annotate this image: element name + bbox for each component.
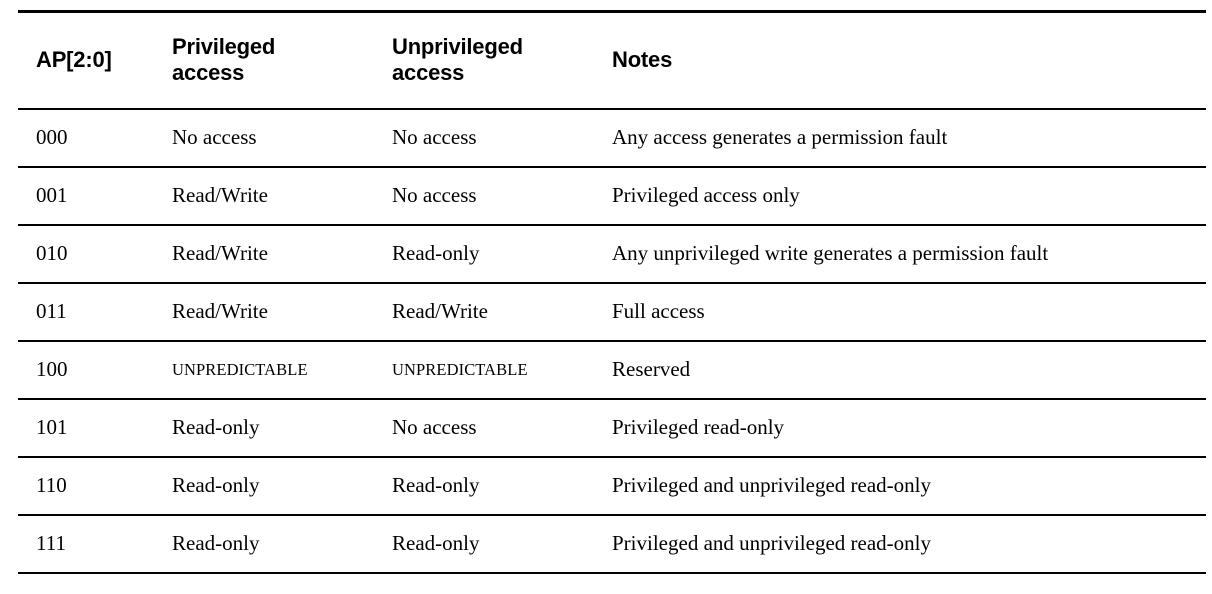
cell-privileged-access: UNPREDICTABLE <box>172 340 392 400</box>
cell-privileged-access-label: Read/Write <box>172 182 268 207</box>
cell-ap-value-label: 111 <box>36 530 66 555</box>
cell-privileged-access-label: Read-only <box>172 472 260 497</box>
cell-unprivileged-access-label: Read/Write <box>392 298 488 323</box>
cell-privileged-access: Read/Write <box>172 166 392 226</box>
cell-privileged-access: Read-only <box>172 514 392 574</box>
cell-unprivileged-access-label: No access <box>392 124 477 149</box>
cell-notes-label: Privileged and unprivileged read-only <box>612 472 931 497</box>
cell-unprivileged-access-label: No access <box>392 414 477 439</box>
cell-unprivileged-access-label: Read-only <box>392 530 480 555</box>
privileged-line-2: access <box>172 60 245 86</box>
cell-unprivileged-access: No access <box>392 398 612 458</box>
cell-unprivileged-access: Read-only <box>392 456 612 516</box>
cell-ap-value-label: 000 <box>36 124 68 149</box>
cell-ap-value-label: 010 <box>36 240 68 265</box>
column-header-notes: Notes <box>612 10 1206 110</box>
cell-privileged-access-label: Read/Write <box>172 298 268 323</box>
cell-notes-label: Any access generates a permission fault <box>612 124 948 149</box>
unprivileged-line-1: Unprivileged <box>392 33 523 59</box>
cell-notes: Privileged access only <box>612 166 1206 226</box>
table-row: 111 Read-only Read-only Privileged and unpr… <box>18 514 1206 574</box>
cell-ap-value-label: 100 <box>36 356 68 381</box>
cell-ap-value: 011 <box>18 282 172 342</box>
cell-ap-value: 111 <box>18 514 172 574</box>
cell-privileged-access: Read/Write <box>172 224 392 284</box>
cell-unprivileged-access-label: UNPREDICTABLE <box>392 359 528 379</box>
cell-unprivileged-access: Read-only <box>392 224 612 284</box>
cell-unprivileged-access: Read-only <box>392 514 612 574</box>
cell-ap-value-label: 011 <box>36 298 67 323</box>
cell-unprivileged-access-label: Read-only <box>392 472 480 497</box>
table-row: 000 No access No access Any access generate… <box>18 108 1206 168</box>
cell-notes: Any unprivileged write generates a permi… <box>612 224 1206 284</box>
cell-ap-value: 100 <box>18 340 172 400</box>
cell-privileged-access: Read-only <box>172 398 392 458</box>
cell-notes: Reserved <box>612 340 1206 400</box>
cell-privileged-access-label: Read/Write <box>172 240 268 265</box>
cell-privileged-access: Read/Write <box>172 282 392 342</box>
column-header-ap: AP[2:0] <box>18 10 172 110</box>
cell-notes-label: Any unprivileged write generates a permi… <box>612 240 1049 265</box>
cell-ap-value-label: 001 <box>36 182 68 207</box>
cell-unprivileged-access: No access <box>392 108 612 168</box>
table-row: 100 UNPREDICTABLE UNPREDICTABLE Reserved <box>18 340 1206 400</box>
cell-privileged-access: Read-only <box>172 456 392 516</box>
cell-privileged-access-label: Read-only <box>172 414 260 439</box>
cell-notes: Privileged and unprivileged read-only <box>612 514 1206 574</box>
table-body: 000 No access No access Any access generate… <box>18 108 1206 574</box>
unprivileged-line-2: access <box>392 60 465 86</box>
cell-notes-label: Full access <box>612 298 705 323</box>
cell-ap-value: 001 <box>18 166 172 226</box>
cell-unprivileged-access-label: No access <box>392 182 477 207</box>
cell-notes-label: Privileged and unprivileged read-only <box>612 530 931 555</box>
table-row: 101 Read-only No access Privileged read-onl… <box>18 398 1206 458</box>
cell-privileged-access-label: No access <box>172 124 257 149</box>
cell-notes-label: Privileged read-only <box>612 414 785 439</box>
cell-unprivileged-access: UNPREDICTABLE <box>392 340 612 400</box>
cell-privileged-access-label: UNPREDICTABLE <box>172 359 308 379</box>
cell-unprivileged-access: No access <box>392 166 612 226</box>
column-header-ap-label: AP[2:0] <box>36 47 112 73</box>
cell-notes: Any access generates a permission fault <box>612 108 1206 168</box>
privileged-line-1: Privileged <box>172 33 276 59</box>
cell-ap-value: 110 <box>18 456 172 516</box>
cell-ap-value: 101 <box>18 398 172 458</box>
cell-ap-value: 010 <box>18 224 172 284</box>
cell-privileged-access: No access <box>172 108 392 168</box>
cell-notes: Privileged read-only <box>612 398 1206 458</box>
cell-privileged-access-label: Read-only <box>172 530 260 555</box>
cell-unprivileged-access: Read/Write <box>392 282 612 342</box>
cell-ap-value-label: 101 <box>36 414 68 439</box>
table-row: 011 Read/Write Read/Write Full access <box>18 282 1206 342</box>
cell-notes: Privileged and unprivileged read-only <box>612 456 1206 516</box>
cell-unprivileged-access-label: Read-only <box>392 240 480 265</box>
column-header-notes-label: Notes <box>612 47 673 73</box>
table-row: 010 Read/Write Read-only Any unprivileged w… <box>18 224 1206 284</box>
table-row: 001 Read/Write No access Privileged access … <box>18 166 1206 226</box>
cell-notes-label: Reserved <box>612 356 691 381</box>
cell-notes: Full access <box>612 282 1206 342</box>
cell-ap-value: 000 <box>18 108 172 168</box>
cell-ap-value-label: 110 <box>36 472 67 497</box>
cell-notes-label: Privileged access only <box>612 182 800 207</box>
table-row: 110 Read-only Read-only Privileged and unpr… <box>18 456 1206 516</box>
